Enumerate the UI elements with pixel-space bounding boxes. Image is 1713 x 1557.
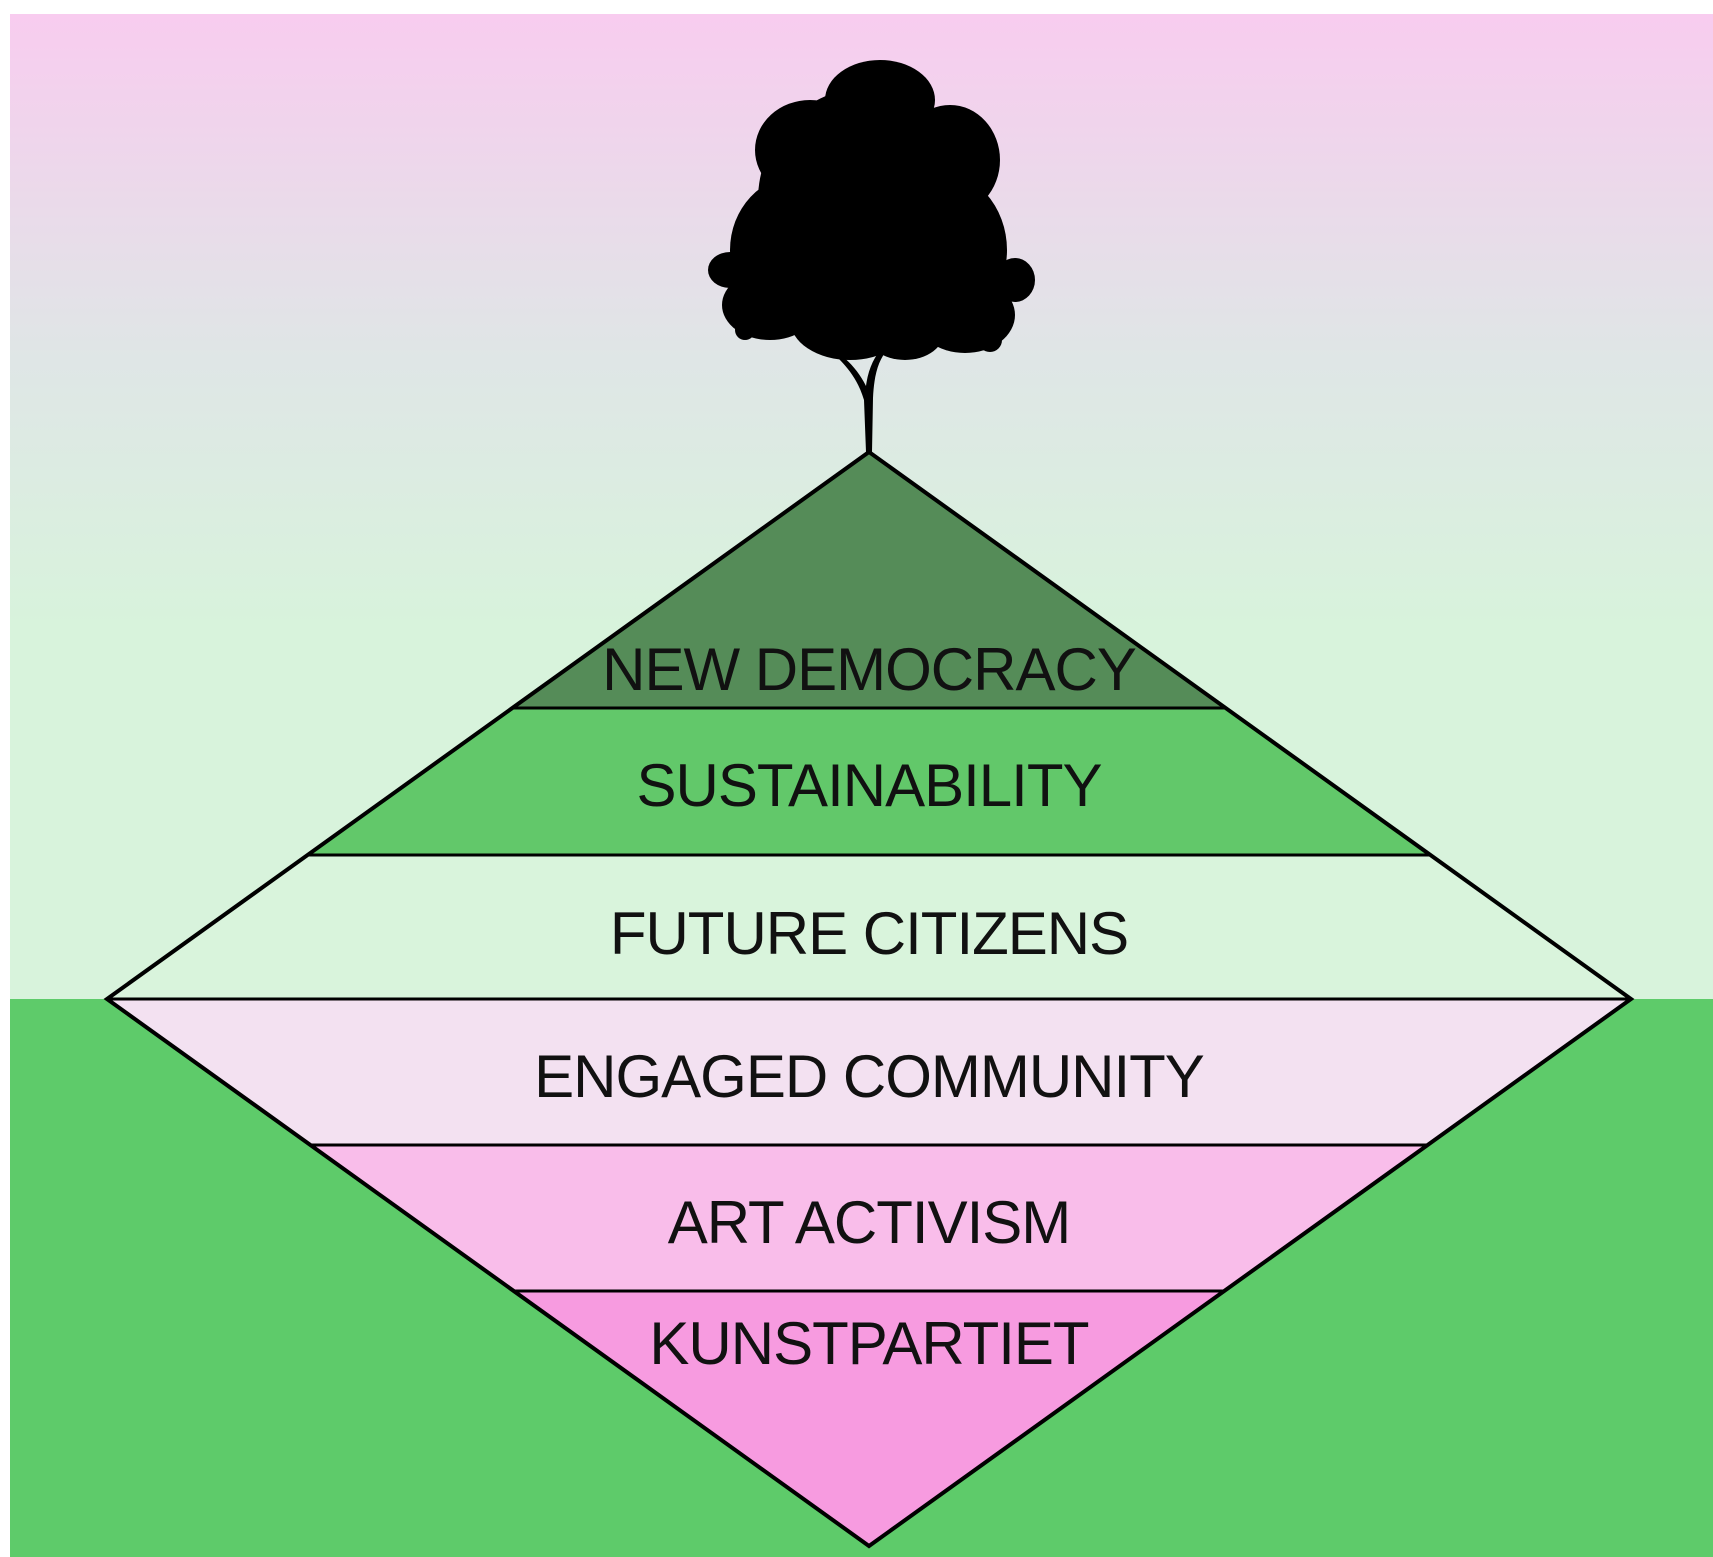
layer-label-engaged-community: ENGAGED COMMUNITY	[534, 1043, 1204, 1110]
layer-label-kunstpartiet: KUNSTPARTIET	[649, 1310, 1089, 1377]
layer-label-future-citizens: FUTURE CITIZENS	[610, 900, 1128, 967]
layer-label-new-democracy: NEW DEMOCRACY	[602, 636, 1136, 703]
layer-dividers	[107, 706, 1631, 1293]
layer-band	[107, 999, 1631, 1145]
diamond-outline	[103, 449, 1635, 1549]
layer-label-art-activism: ART ACTIVISM	[668, 1189, 1071, 1256]
layer-label-sustainability: SUSTAINABILITY	[636, 752, 1101, 819]
layer-band	[107, 855, 1631, 999]
tree-icon	[708, 60, 1035, 452]
